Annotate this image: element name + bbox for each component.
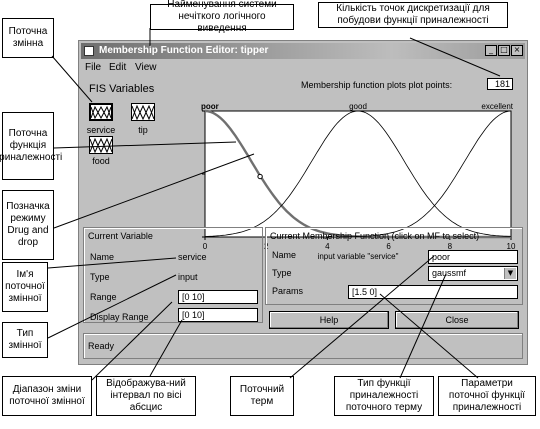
menu-file[interactable]: File [85,62,102,73]
range-label: Range [90,292,117,302]
mf-params-label: Params [272,286,304,296]
current-variable-title: Current Variable [88,231,153,241]
status-text: Ready [88,341,115,351]
variable-type-label: Type [90,272,110,282]
mf-curve-excellent [205,110,512,238]
maximize-button[interactable]: □ [498,45,510,56]
callout-plot-points: Кількість точок дискретизації для побудо… [318,2,508,28]
window-title: Membership Function Editor: tipper [99,45,269,56]
variable-name-value: service [178,252,207,262]
callout-drag-mode: Позначка режиму Drug and drop [2,190,54,260]
help-button[interactable]: Help [269,311,389,329]
x-tick-label: 0 [203,242,208,251]
current-mf-panel: Current Membership Function (click on MF… [265,227,523,305]
variable-tip-label: tip [138,125,148,135]
menu-bar: File Edit View [81,61,525,74]
display-range-label: Display Range [90,312,149,322]
close-button[interactable]: Close [395,311,519,329]
mf-label-good: good [349,102,367,111]
membership-function-editor-window: Membership Function Editor: tipper _ □ ×… [78,40,528,365]
mf-thumbnail-icon [90,105,112,120]
mf-label-excellent: excellent [481,102,513,111]
callout-current-mf: Поточна функція приналежності [0,112,62,180]
callout-range: Діапазон зміни поточної змінної [2,376,92,416]
plot-points-label: Membership function plots plot points: [301,80,453,90]
mf-type-value: gaussmf [432,268,467,278]
display-range-input[interactable]: [0 10] [178,308,258,322]
mf-params-input[interactable]: [1.5 0] [348,285,518,299]
mf-type-select[interactable]: gaussmf ▼ [428,266,518,281]
callout-mf-type: Тип функції приналежності поточного терм… [334,376,434,416]
plot-area [204,110,512,238]
status-bar: Ready [83,333,523,359]
menu-view[interactable]: View [135,62,157,73]
mf-thumbnail-icon [89,137,113,154]
callout-display-range: Відображува-ний інтервал по вісі абсцис [96,376,196,416]
variable-food-label: food [92,156,110,166]
drag-handle-icon [257,173,263,180]
current-variable-panel: Current Variable Name service Type input… [83,227,263,323]
mf-label-poor: poor [201,102,219,111]
mf-name-input[interactable]: poor [428,250,518,264]
close-window-button[interactable]: × [511,45,523,56]
variable-tip-box[interactable] [131,103,155,121]
mf-name-label: Name [272,250,297,260]
mf-curve-good [204,110,512,237]
callout-variable-type: Тип змінної [2,322,48,358]
variable-name-label: Name [90,252,115,262]
callout-fis-name: Найменування системи нечіткого логічного… [150,0,294,34]
callout-mf-params: Параметри поточної функції приналежності [438,376,536,416]
x-tick-label: 4 [325,242,330,251]
variable-food-box[interactable] [89,136,113,154]
x-tick-label: 6 [386,242,391,251]
variable-type-value: input [178,272,198,282]
x-tick-label: 2 [264,242,269,251]
minimize-button[interactable]: _ [485,45,497,56]
variable-service-label: service [86,125,116,135]
variable-service-box[interactable] [89,103,113,121]
range-input[interactable]: [0 10] [178,290,258,304]
plot-points-input[interactable]: 181 [487,78,513,90]
menu-edit[interactable]: Edit [109,62,127,73]
app-icon [84,46,94,56]
mf-type-label: Type [272,268,292,278]
chevron-down-icon[interactable]: ▼ [504,268,516,279]
x-tick-label: 10 [507,242,516,251]
mf-thumbnail-icon [131,104,155,121]
callout-variable-name: Ім'я поточної змінної [2,262,48,312]
x-tick-label: 8 [448,242,453,251]
title-bar[interactable]: Membership Function Editor: tipper _ □ × [81,43,525,59]
fis-variables-label: FIS Variables [89,83,155,95]
callout-current-variable: Поточна змінна [2,18,54,58]
callout-current-term: Поточний терм [230,376,294,416]
current-mf-title: Current Membership Function (click on MF… [270,231,480,241]
